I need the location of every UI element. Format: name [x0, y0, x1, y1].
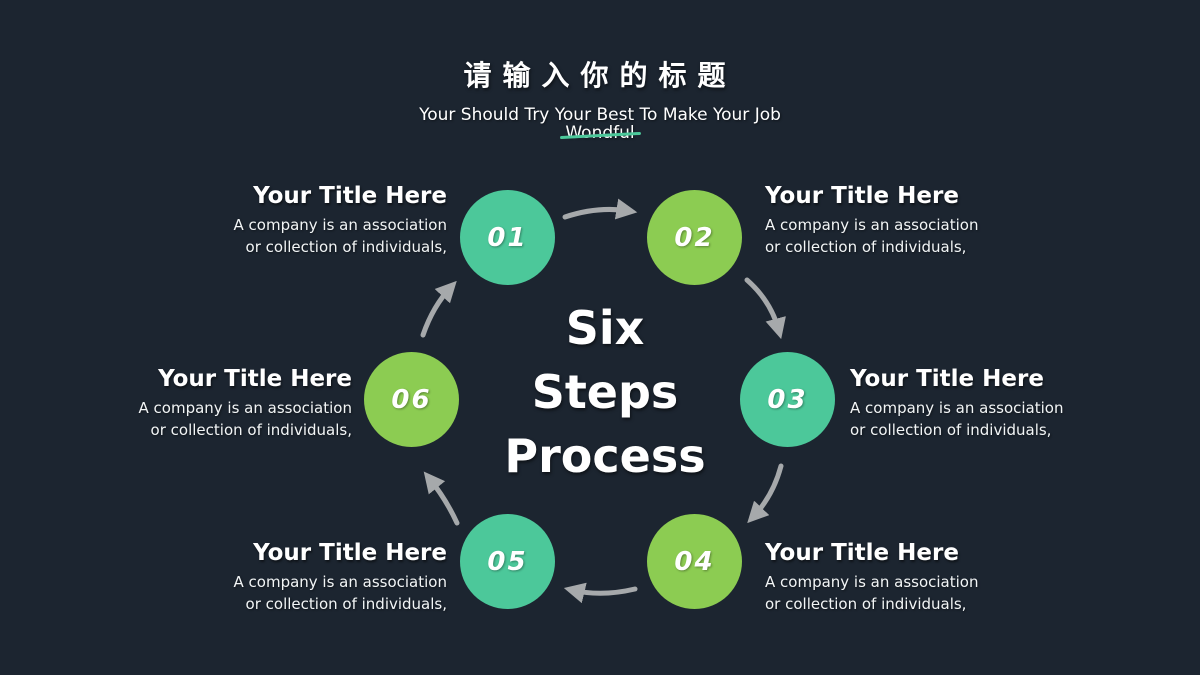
- step-text-03: Your Title Here A company is an associat…: [850, 366, 1180, 441]
- step-title-01: Your Title Here: [253, 183, 447, 209]
- arrow-step6-to-step1: [420, 280, 457, 338]
- subtitle-line1: Your Should Try Your Best To Make Your J…: [419, 105, 781, 125]
- slide-subtitle: Your Should Try Your Best To Make Your J…: [0, 106, 1200, 143]
- subtitle-highlight-strikethrough: Wondful: [565, 123, 635, 143]
- step-desc-04-line1: A company is an association: [765, 573, 979, 591]
- step-desc-04-line2: or collection of individuals,: [765, 595, 967, 613]
- slide-header: 请输入你的标题 Your Should Try Your Best To Mak…: [0, 0, 1200, 143]
- arrow-step5-to-step6: [423, 471, 460, 526]
- step-desc-03-line2: or collection of individuals,: [850, 421, 1052, 439]
- step-number-03: 03: [767, 384, 808, 415]
- step-title-04: Your Title Here: [765, 540, 959, 566]
- arrow-step4-to-step5: [563, 582, 638, 604]
- step-circle-04: 04: [647, 514, 742, 609]
- step-desc-02-line1: A company is an association: [765, 216, 979, 234]
- step-number-06: 06: [391, 384, 432, 415]
- step-circle-01: 01: [460, 190, 555, 285]
- step-desc-02-line2: or collection of individuals,: [765, 238, 967, 256]
- step-desc-06-line1: A company is an association: [138, 399, 353, 417]
- step-text-02: Your Title Here A company is an associat…: [765, 183, 1095, 258]
- step-title-03: Your Title Here: [850, 366, 1044, 392]
- step-text-04: Your Title Here A company is an associat…: [765, 540, 1095, 615]
- step-title-05: Your Title Here: [253, 540, 447, 566]
- arrow-step2-to-step3: [744, 277, 786, 340]
- center-label-line2: Steps: [531, 365, 679, 419]
- step-text-06: Your Title Here A company is an associat…: [22, 366, 353, 441]
- step-desc-05-line2: or collection of individuals,: [245, 595, 447, 613]
- step-circle-02: 02: [647, 190, 742, 285]
- step-title-06: Your Title Here: [158, 366, 352, 392]
- step-number-01: 01: [487, 222, 528, 253]
- arrow-step3-to-step4: [747, 463, 784, 524]
- step-text-01: Your Title Here A company is an associat…: [117, 183, 448, 258]
- center-label-line3: Process: [504, 429, 706, 483]
- step-desc-01-line2: or collection of individuals,: [245, 238, 447, 256]
- step-number-05: 05: [487, 546, 528, 577]
- step-desc-03-line1: A company is an association: [850, 399, 1064, 417]
- step-desc-05-line1: A company is an association: [233, 573, 448, 591]
- step-circle-06: 06: [364, 352, 459, 447]
- arrow-step1-to-step2: [562, 198, 638, 220]
- step-title-02: Your Title Here: [765, 183, 959, 209]
- slide-title: 请输入你的标题: [463, 59, 737, 92]
- center-label-line1: Six: [565, 301, 645, 355]
- step-desc-06-line2: or collection of individuals,: [150, 421, 352, 439]
- center-process-label: Six Steps Process: [455, 296, 755, 488]
- step-number-04: 04: [674, 546, 715, 577]
- step-desc-01-line1: A company is an association: [233, 216, 448, 234]
- step-circle-05: 05: [460, 514, 555, 609]
- step-number-02: 02: [674, 222, 715, 253]
- step-text-05: Your Title Here A company is an associat…: [117, 540, 448, 615]
- step-circle-03: 03: [740, 352, 835, 447]
- subtitle-line2: Wondful: [0, 124, 1200, 143]
